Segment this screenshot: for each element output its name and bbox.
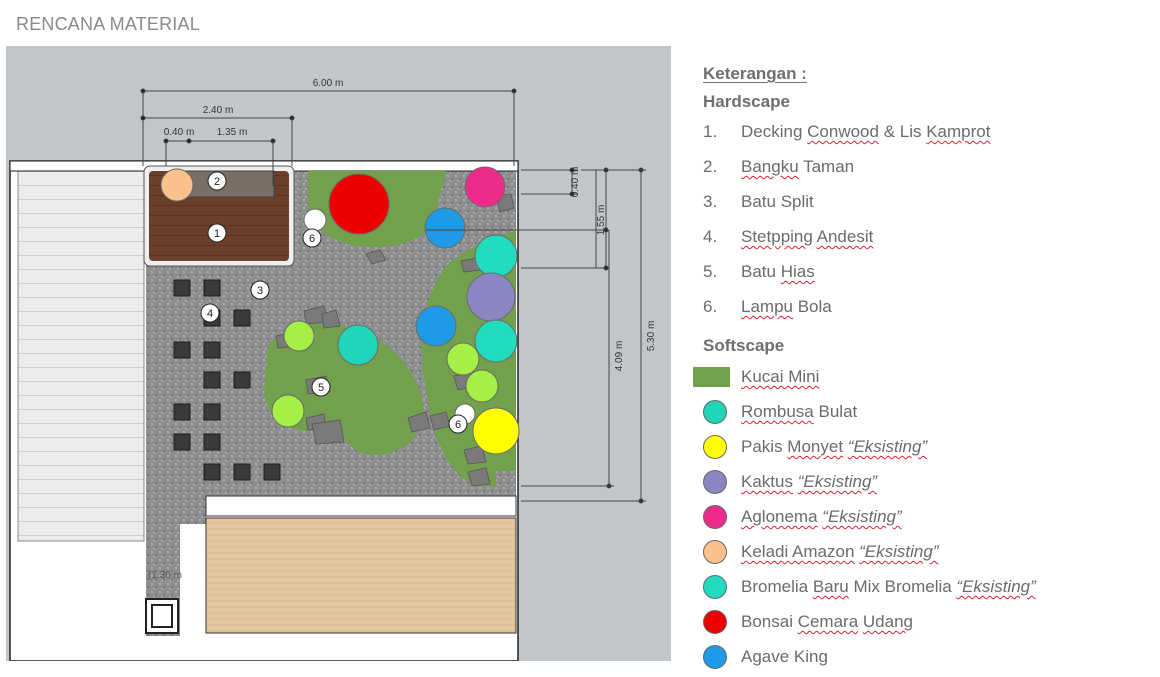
plant-bromelia bbox=[474, 234, 518, 278]
dim-155: 1.55 m bbox=[596, 205, 607, 236]
plant-rombusa-bulat bbox=[337, 324, 379, 366]
marker-2: 2 bbox=[214, 176, 220, 188]
plant-bromelia-kecil bbox=[283, 320, 315, 352]
agave-swatch bbox=[703, 645, 727, 669]
grass-center bbox=[264, 323, 424, 455]
plant-aglonema bbox=[464, 166, 506, 208]
kaktus-swatch bbox=[703, 470, 727, 494]
plant-keladi-amazon bbox=[160, 168, 194, 202]
dim-135: 1.35 m bbox=[217, 127, 248, 138]
dim-partial: (1.30 m bbox=[148, 570, 182, 581]
lampu-bola bbox=[303, 208, 327, 232]
dim-040a: 0.40 m bbox=[164, 127, 195, 138]
plant-agave-king bbox=[424, 207, 466, 249]
dimension-lines bbox=[140, 88, 646, 504]
bonsai-swatch bbox=[703, 610, 727, 634]
aglonema-swatch bbox=[703, 505, 727, 529]
dim-6m: 6.00 m bbox=[313, 78, 344, 89]
dim-530: 5.30 m bbox=[646, 321, 657, 352]
plan-markers: 1 2 3 4 5 6 6 bbox=[200, 171, 468, 434]
keladi-swatch bbox=[703, 540, 727, 564]
plant-bromelia-kecil bbox=[446, 342, 480, 376]
site-plan-drawing: 1 2 3 4 5 6 6 bbox=[9, 78, 657, 662]
legend-title: Keterangan : bbox=[703, 64, 807, 83]
plant-agave-king bbox=[415, 305, 457, 347]
wood-floor bbox=[205, 517, 517, 634]
hardscape-title: Hardscape bbox=[703, 92, 790, 111]
plant-bonsai-cemara-udang bbox=[328, 173, 390, 235]
kucai-mini-swatch bbox=[693, 367, 730, 387]
marker-4: 4 bbox=[207, 308, 213, 320]
softscape-title: Softscape bbox=[703, 336, 785, 355]
plant-bromelia-kecil bbox=[465, 369, 499, 403]
plant-bromelia bbox=[474, 319, 518, 363]
dim-040b: 0.40 m bbox=[570, 167, 581, 198]
marker-3: 3 bbox=[257, 285, 263, 297]
site-plan: 1 2 3 4 5 6 6 bbox=[6, 46, 671, 662]
plant-kaktus bbox=[466, 272, 516, 322]
marker-5: 5 bbox=[318, 382, 324, 394]
rombusa-swatch bbox=[703, 400, 727, 424]
marker-6b: 6 bbox=[455, 419, 461, 431]
plant-pakis-monyet bbox=[472, 407, 520, 455]
terrace-strip bbox=[205, 495, 517, 517]
plant-bromelia-kecil bbox=[271, 394, 305, 428]
bromelia-swatch bbox=[703, 575, 727, 599]
dim-240: 2.40 m bbox=[203, 105, 234, 116]
marker-1: 1 bbox=[214, 228, 220, 240]
dim-409: 4.09 m bbox=[614, 341, 625, 372]
marker-6a: 6 bbox=[309, 233, 315, 245]
page-title: RENCANA MATERIAL bbox=[16, 14, 200, 34]
stair-area bbox=[17, 170, 145, 542]
pakis-swatch bbox=[703, 435, 727, 459]
